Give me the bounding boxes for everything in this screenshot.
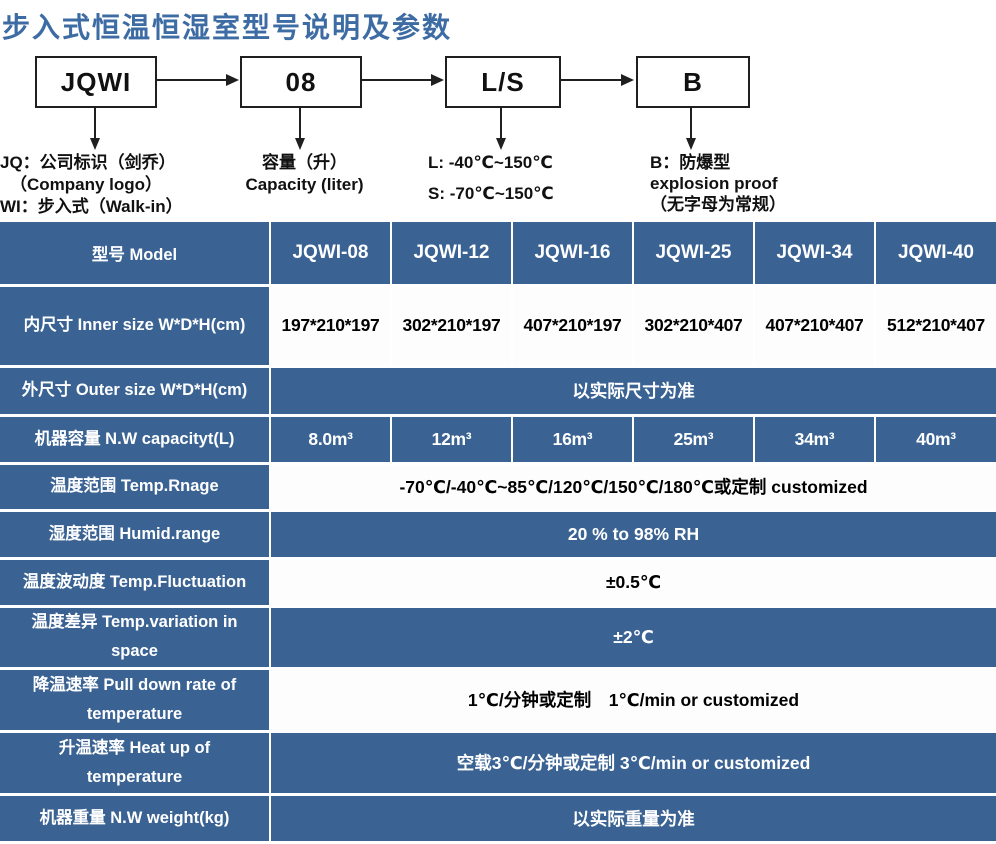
table-row-humid-range: 湿度范围 Humid.range 20 % to 98% RH bbox=[0, 508, 996, 560]
note-line: Capacity (liter) bbox=[245, 175, 364, 194]
row-header-humid-range: 湿度范围 Humid.range bbox=[0, 508, 271, 560]
capacity-value: 34m³ bbox=[753, 413, 876, 465]
note-line: WI：步入式（Walk-in） bbox=[0, 197, 183, 216]
note-line: JQ：公司标识（剑乔） bbox=[0, 153, 176, 172]
capacity-value: 12m³ bbox=[390, 413, 513, 465]
note-line: 容量（升） bbox=[262, 153, 347, 172]
note-line: B：防爆型 bbox=[650, 153, 731, 172]
row-header-heat-up-rate: 升温速率 Heat up of temperature bbox=[0, 729, 271, 796]
spec-table: 型号 Model JQWI-08 JQWI-12 JQWI-16 JQWI-25… bbox=[0, 222, 996, 844]
row-header-temp-variation: 温度差异 Temp.variation in space bbox=[0, 604, 271, 670]
capacity-value: 40m³ bbox=[874, 413, 996, 465]
right-arrow-icon bbox=[560, 74, 634, 86]
row-header-model: 型号 Model bbox=[0, 222, 271, 287]
model-header: JQWI-40 bbox=[874, 222, 996, 287]
inner-size-value: 302*210*197 bbox=[390, 283, 513, 368]
row-header-pull-down-rate: 降温速率 Pull down rate of temperature bbox=[0, 666, 271, 733]
heat-up-rate-value: 空载3℃/分钟或定制 3℃/min or customized bbox=[269, 729, 996, 796]
table-row-outer-size: 外尺寸 Outer size W*D*H(cm) 以实际尺寸为准 bbox=[0, 364, 996, 417]
inner-size-value: 512*210*407 bbox=[874, 283, 996, 368]
capacity-value: 16m³ bbox=[511, 413, 634, 465]
table-row-weight: 机器重量 N.W weight(kg) 以实际重量为准 bbox=[0, 792, 996, 844]
right-arrow-icon bbox=[362, 74, 444, 86]
note-temp-code: L: -40℃~150℃ S: -70℃~150℃ bbox=[428, 152, 598, 214]
row-header-outer-size: 外尺寸 Outer size W*D*H(cm) bbox=[0, 364, 271, 417]
diagram-box-explosion-code: B bbox=[636, 56, 750, 108]
table-row-model: 型号 Model JQWI-08 JQWI-12 JQWI-16 JQWI-25… bbox=[0, 222, 996, 287]
temp-variation-value: ±2℃ bbox=[269, 604, 996, 670]
note-explosion-code: B：防爆型 explosion proof （无字母为常规） bbox=[650, 152, 880, 215]
pull-down-rate-value: 1℃/分钟或定制 1℃/min or customized bbox=[269, 666, 996, 733]
table-row-heat-up-rate: 升温速率 Heat up of temperature 空载3℃/分钟或定制 3… bbox=[0, 729, 996, 796]
diagram-box-company-code: JQWI bbox=[35, 56, 157, 108]
row-header-capacity: 机器容量 N.W capacityt(L) bbox=[0, 413, 271, 465]
model-header: JQWI-12 bbox=[390, 222, 513, 287]
page-title: 步入式恒温恒湿室型号说明及参数 bbox=[2, 12, 453, 43]
diagram-box-capacity-code: 08 bbox=[240, 56, 362, 108]
temp-range-value: -70℃/-40℃~85℃/120℃/150℃/180℃或定制 customiz… bbox=[269, 461, 996, 512]
model-header: JQWI-08 bbox=[269, 222, 392, 287]
model-header: JQWI-16 bbox=[511, 222, 634, 287]
table-row-temp-range: 温度范围 Temp.Rnage -70℃/-40℃~85℃/120℃/150℃/… bbox=[0, 461, 996, 512]
inner-size-value: 407*210*197 bbox=[511, 283, 634, 368]
note-capacity-code: 容量（升） Capacity (liter) bbox=[222, 152, 387, 196]
row-header-temp-fluctuation: 温度波动度 Temp.Fluctuation bbox=[0, 556, 271, 608]
table-row-temp-variation: 温度差异 Temp.variation in space ±2℃ bbox=[0, 604, 996, 670]
note-line: explosion proof bbox=[650, 174, 778, 193]
model-header: JQWI-25 bbox=[632, 222, 755, 287]
note-line: （Company logo） bbox=[10, 175, 163, 194]
inner-size-value: 197*210*197 bbox=[269, 283, 392, 368]
diagram-box-temp-code: L/S bbox=[445, 56, 561, 108]
right-arrow-icon bbox=[157, 74, 239, 86]
down-arrow-icon bbox=[686, 106, 696, 150]
row-header-weight: 机器重量 N.W weight(kg) bbox=[0, 792, 271, 844]
temp-fluctuation-value: ±0.5℃ bbox=[269, 556, 996, 608]
down-arrow-icon bbox=[90, 106, 100, 150]
note-line: （无字母为常规） bbox=[650, 195, 786, 214]
row-header-inner-size: 内尺寸 Inner size W*D*H(cm) bbox=[0, 283, 271, 368]
table-row-capacity: 机器容量 N.W capacityt(L) 8.0m³ 12m³ 16m³ 25… bbox=[0, 413, 996, 465]
table-row-inner-size: 内尺寸 Inner size W*D*H(cm) 197*210*197 302… bbox=[0, 283, 996, 368]
table-row-pull-down-rate: 降温速率 Pull down rate of temperature 1℃/分钟… bbox=[0, 666, 996, 733]
row-header-temp-range: 温度范围 Temp.Rnage bbox=[0, 461, 271, 512]
model-header: JQWI-34 bbox=[753, 222, 876, 287]
model-code-diagram: JQWI 08 L/S B JQ：公司标识（剑乔） （Company logo）… bbox=[0, 46, 996, 222]
outer-size-value: 以实际尺寸为准 bbox=[269, 364, 996, 417]
table-row-temp-fluctuation: 温度波动度 Temp.Fluctuation ±0.5℃ bbox=[0, 556, 996, 608]
note-line: S: -70℃~150℃ bbox=[428, 184, 554, 203]
note-line: L: -40℃~150℃ bbox=[428, 153, 553, 172]
inner-size-value: 302*210*407 bbox=[632, 283, 755, 368]
inner-size-value: 407*210*407 bbox=[753, 283, 876, 368]
down-arrow-icon bbox=[496, 106, 506, 150]
note-company-code: JQ：公司标识（剑乔） （Company logo） WI：步入式（Walk-i… bbox=[0, 152, 222, 218]
capacity-value: 25m³ bbox=[632, 413, 755, 465]
humid-range-value: 20 % to 98% RH bbox=[269, 508, 996, 560]
down-arrow-icon bbox=[295, 106, 305, 150]
weight-value: 以实际重量为准 bbox=[269, 792, 996, 844]
capacity-value: 8.0m³ bbox=[269, 413, 392, 465]
